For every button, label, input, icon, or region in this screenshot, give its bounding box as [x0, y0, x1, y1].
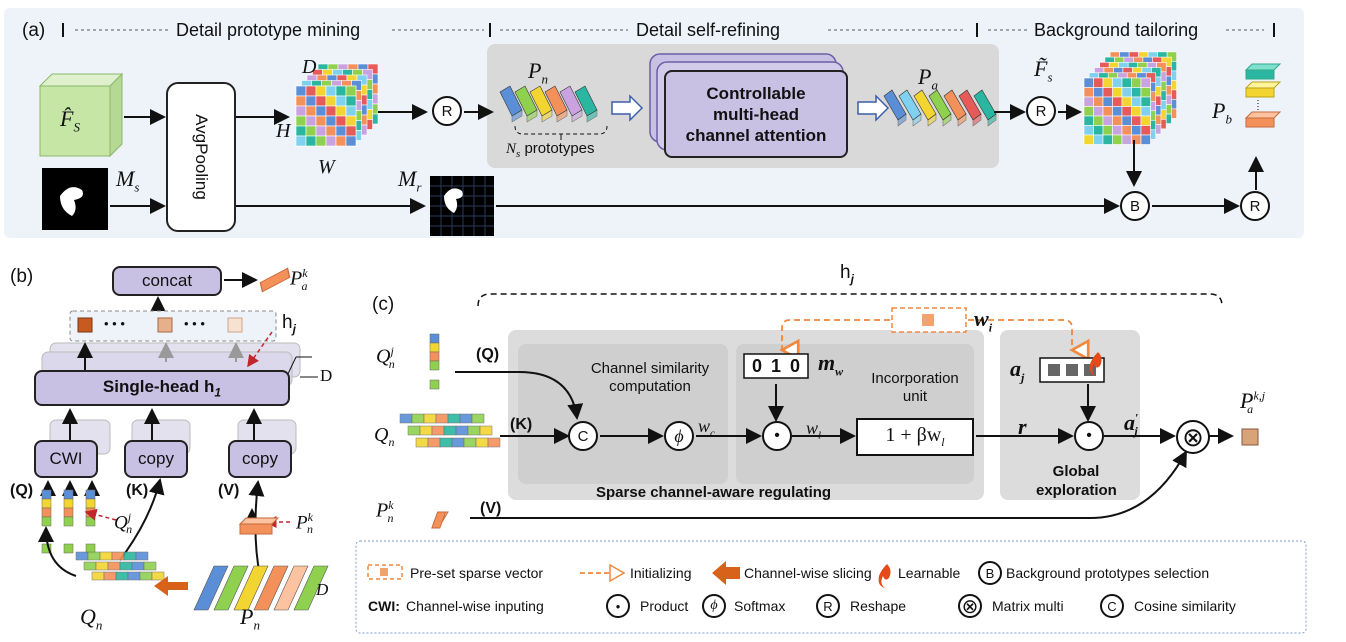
hj-label-b: hj [282, 312, 296, 336]
formula-box: 1 + βwl [856, 418, 974, 456]
dots-b-2: • • • [184, 316, 205, 331]
dim-d-b: D [320, 366, 333, 385]
pnk-label-c: Pkn [376, 498, 394, 525]
pb-label: Pb [1212, 98, 1232, 127]
wc-label: wc [698, 416, 715, 440]
mr-label: Mr [398, 166, 422, 195]
legend-reshape: Reshape [850, 598, 907, 614]
fs-hat-label: F̂S [60, 106, 80, 135]
avgpooling-box: AvgPooling [166, 82, 236, 232]
cosine-node: C [568, 421, 598, 451]
legend-matmul-icon: ⊗ [958, 594, 982, 618]
legend-box [355, 540, 1307, 634]
qn-label-b: Qn [80, 604, 103, 633]
qn-label-c: Qn [374, 424, 395, 449]
legend-reshape-icon: R [816, 594, 840, 618]
section-detail-mining: Detail prototype mining [176, 20, 361, 40]
panel-b-label: (b) [10, 266, 34, 287]
legend-softmax-icon: ϕ [702, 594, 726, 618]
legend-cwi-key: CWI: [368, 598, 400, 614]
section-dividers [62, 23, 1275, 37]
legend-b-icon: B [978, 561, 1002, 585]
legend-product-icon: • [606, 594, 630, 618]
legend-cwi-desc: Channel-wise inputing [406, 598, 544, 614]
section-bg-tailoring: Background tailoring [1034, 20, 1199, 40]
pn-dim-b: D [316, 580, 329, 599]
copy-box-k: copy [124, 440, 188, 478]
ms-label: Ms [116, 166, 140, 195]
panel-a-label: (a) [22, 20, 46, 41]
pn-label: Pn [528, 58, 548, 87]
incorporation-label: Incorporation unit [871, 370, 959, 405]
mw-label: mw [818, 350, 844, 379]
r-label: r [1018, 414, 1027, 439]
legend-slicing: Channel-wise slicing [744, 565, 872, 581]
product-node-1: • [762, 421, 792, 451]
legend-product: Product [640, 598, 689, 614]
dim-w: W [318, 156, 335, 178]
pak-label-b: Pka [290, 266, 308, 293]
product-node-2: • [1074, 421, 1104, 451]
legend-preset: Pre-set sparse vector [410, 565, 544, 581]
attention-box: Controllable multi-head channel attentio… [664, 70, 848, 158]
k-label-c: (K) [510, 416, 533, 433]
concat-box: concat [112, 266, 222, 296]
v-label-c: (V) [480, 500, 502, 517]
background-select-node: B [1120, 191, 1150, 221]
hollow-arrow-out [857, 94, 890, 122]
ns-prototypes-label: Ns prototypes [506, 140, 595, 160]
q-label-b: (Q) [10, 482, 34, 499]
single-head-box: Single-head h1 [34, 370, 290, 406]
v-label-b: (V) [218, 482, 240, 499]
hj-label-c: hj [840, 262, 854, 286]
matmul-node: ⊗ [1176, 420, 1210, 454]
qnj-label-b: Qjn [114, 510, 133, 537]
wi-label: wi [974, 306, 993, 335]
q-label-c: (Q) [476, 346, 500, 363]
panel-c-label: (c) [372, 294, 395, 315]
channel-sim-label: Channel similarity computation [590, 360, 710, 395]
copy-box-v: copy [228, 440, 292, 478]
hollow-arrow-in [611, 94, 644, 122]
pnk-label-b: Pkn [296, 510, 313, 537]
softmax-node: ϕ [664, 421, 694, 451]
aj-prime-label: a′j [1124, 410, 1139, 439]
legend-softmax: Softmax [734, 598, 786, 614]
reshape-node-3: R [1240, 191, 1270, 221]
cwi-box: CWI [34, 440, 98, 478]
reshape-node-2: R [1026, 96, 1056, 126]
legend-matmul: Matrix multi [992, 598, 1064, 614]
pn-prototypes [499, 85, 598, 123]
feature-cube-dhw [295, 63, 379, 147]
reshape-node-1: R [432, 96, 462, 126]
k-label-b: (K) [126, 482, 149, 499]
pn-label-b: Pn [240, 604, 260, 633]
wl-label: wl [806, 418, 822, 442]
mask-vector: 0 1 0 [752, 356, 803, 376]
dim-h: H [276, 120, 291, 142]
legend-learnable: Learnable [898, 565, 961, 581]
aj-label: aj [1010, 356, 1025, 385]
pa-prototypes [883, 89, 997, 127]
global-exploration-label: Global exploration [1036, 463, 1117, 499]
dots-b-1: • • • [104, 316, 125, 331]
pakj-label: Pk,ja [1240, 388, 1266, 417]
legend-cosine: Cosine similarity [1134, 598, 1236, 614]
dim-d: D [302, 56, 317, 78]
fs-tilde-label: F̃s [1034, 56, 1053, 85]
pa-label: Pa [918, 64, 938, 93]
fs-tilde-cube [1083, 51, 1177, 145]
pb-prototypes [1244, 63, 1282, 128]
section-self-refining: Detail self-refining [636, 20, 781, 40]
sparse-regulating-label: Sparse channel-aware regulating [596, 484, 832, 501]
legend-init: Initializing [630, 565, 692, 581]
mask-mr [430, 176, 494, 236]
legend-cosine-icon: C [1100, 594, 1124, 618]
qnj-label-c: Qjn [376, 344, 395, 371]
legend-bg-sel: Background prototypes selection [1006, 565, 1210, 581]
fs-hat-cube [38, 72, 124, 158]
